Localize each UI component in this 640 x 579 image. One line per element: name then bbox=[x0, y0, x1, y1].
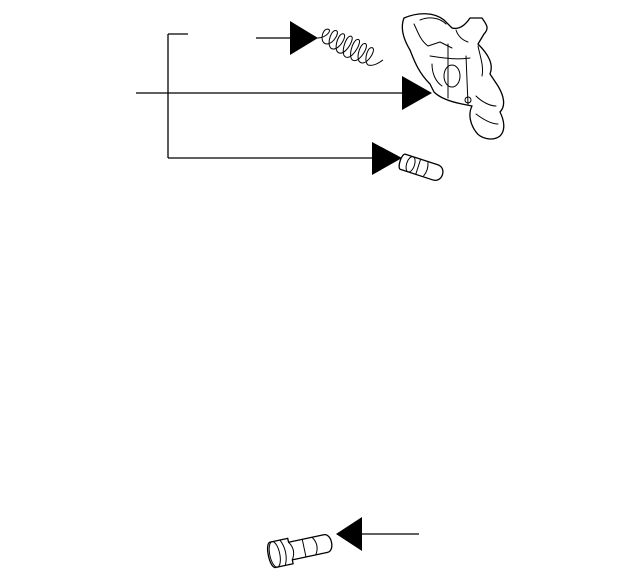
arrowhead bbox=[336, 517, 362, 551]
small-bushing-icon bbox=[398, 153, 444, 181]
arrow-to-spring bbox=[256, 21, 318, 55]
coil-spring-icon bbox=[317, 28, 384, 66]
rubber-bumper-icon bbox=[267, 534, 333, 569]
arrowhead bbox=[402, 76, 432, 110]
arrow-to-small-bushing bbox=[372, 142, 402, 175]
arrow-to-bracket-housing bbox=[136, 76, 432, 110]
arrowhead bbox=[290, 21, 318, 55]
arrow-to-rubber-bumper bbox=[336, 517, 419, 551]
leader-bracket bbox=[167, 33, 374, 159]
bracket-housing-icon bbox=[401, 13, 505, 140]
arrowhead bbox=[372, 142, 402, 175]
